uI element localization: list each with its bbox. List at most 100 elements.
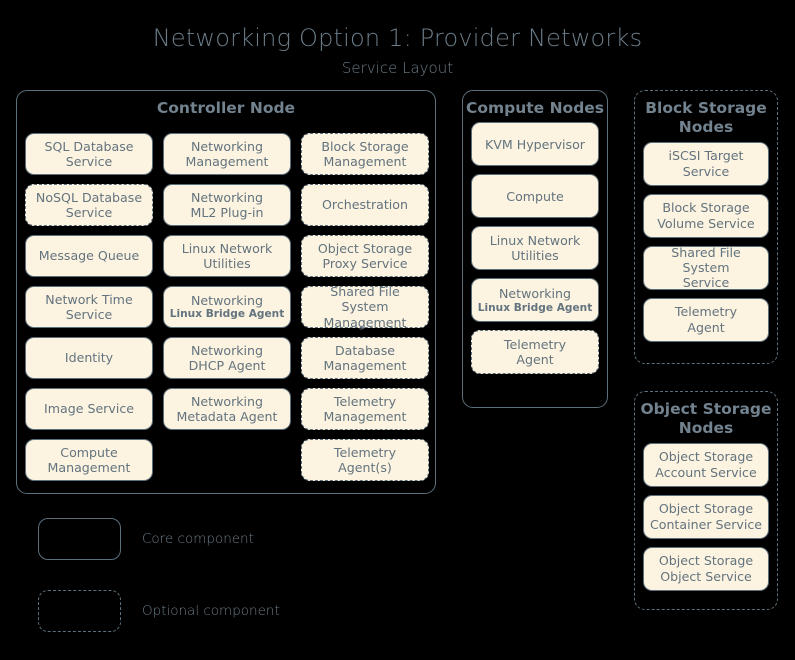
- service-label-line2: Object Service: [660, 568, 752, 584]
- legend-label: Optional component: [142, 603, 280, 619]
- service-label-line1: Networking: [190, 189, 264, 205]
- service-label-line2: Service: [65, 307, 113, 322]
- service-label-line1: Network Time: [45, 291, 133, 307]
- legend-swatch-optional: [38, 590, 121, 632]
- service-label-line2: Proxy Service: [322, 256, 408, 271]
- service-label-line2: Service: [65, 154, 113, 169]
- legend-row: Optional component: [38, 588, 368, 634]
- service-label-line1: Object Storage: [658, 449, 754, 465]
- group-title-compute-nodes: Compute Nodes: [465, 99, 605, 117]
- service-label-line2: ML2 Plug-in: [190, 205, 264, 220]
- service-label-line1: Object Storage: [658, 553, 754, 569]
- service-label-line1: Telemetry: [333, 444, 397, 460]
- service-label-line2: Volume Service: [657, 215, 755, 231]
- service-label-line1: Telemetry: [333, 393, 397, 409]
- service-label-line1: Shared File System: [671, 244, 741, 276]
- service-box[interactable]: Message Queue: [25, 235, 153, 277]
- service-label-line1: Networking: [190, 393, 264, 409]
- service-label-line1: Networking: [190, 342, 264, 358]
- service-label-line2: Agent: [687, 319, 725, 335]
- service-label-line1: Message Queue: [38, 248, 140, 264]
- service-label-line1: Networking: [190, 138, 264, 154]
- service-label-line2: Management: [323, 409, 407, 424]
- service-label-line1: Object Storage: [658, 501, 754, 517]
- service-box[interactable]: Image Service: [25, 388, 153, 430]
- service-box[interactable]: KVM Hypervisor: [471, 122, 599, 167]
- service-label-line2: Management: [323, 314, 407, 330]
- service-label-line1: NoSQL Database: [35, 189, 143, 205]
- service-label-line1: Identity: [64, 350, 114, 366]
- service-label-line2: Management: [323, 358, 407, 373]
- service-box[interactable]: Compute: [471, 174, 599, 219]
- service-label-line2: Management: [323, 154, 407, 169]
- service-label-line1: Orchestration: [322, 197, 408, 213]
- service-label-line1: Telemetry: [503, 337, 567, 353]
- service-label-line1: Compute: [60, 444, 118, 460]
- group-title-block-storage-nodes: Block Storage Nodes: [645, 99, 767, 137]
- service-label-line2: DHCP Agent: [188, 358, 266, 373]
- service-label-line1: Compute: [506, 188, 564, 204]
- service-label-line2: Agent(s): [338, 460, 392, 475]
- service-label-line1: Linux Network: [181, 240, 273, 256]
- group-title-object-storage-nodes: Object Storage Nodes: [640, 400, 772, 438]
- service-label-line2: Service: [65, 205, 113, 220]
- service-label-line1: Networking: [190, 292, 264, 308]
- service-label-line2: Account Service: [655, 464, 757, 480]
- service-label-line2: Service: [682, 163, 730, 179]
- legend-swatch-core: [38, 518, 121, 560]
- service-label-line1: Object Storage: [317, 240, 413, 256]
- service-label-line2: Linux Bridge Agent: [477, 301, 593, 314]
- service-label-line1: Block Storage: [321, 138, 409, 154]
- service-label-line1: Image Service: [44, 401, 134, 417]
- service-label-line1: Shared File System: [330, 283, 400, 315]
- legend-row: Core component: [38, 516, 368, 562]
- service-label-line1: iSCSI Target: [668, 148, 744, 164]
- service-box[interactable]: Identity: [25, 337, 153, 379]
- service-label-line1: Networking: [498, 286, 572, 302]
- service-box[interactable]: Orchestration: [301, 184, 429, 226]
- service-label-line2: Linux Bridge Agent: [169, 308, 285, 321]
- service-label-line1: Database: [334, 342, 396, 358]
- service-label-line1: KVM Hypervisor: [485, 136, 585, 152]
- service-label-line2: Utilities: [203, 256, 251, 271]
- service-label-line2: Utilities: [511, 248, 559, 264]
- service-label-line2: Management: [47, 460, 131, 475]
- service-label-line2: Container Service: [649, 516, 763, 532]
- group-title-controller-node: Controller Node: [156, 99, 296, 117]
- service-label-line1: SQL Database: [44, 138, 134, 154]
- page-subtitle: Service Layout: [341, 59, 454, 77]
- service-label-line2: Agent: [516, 352, 554, 368]
